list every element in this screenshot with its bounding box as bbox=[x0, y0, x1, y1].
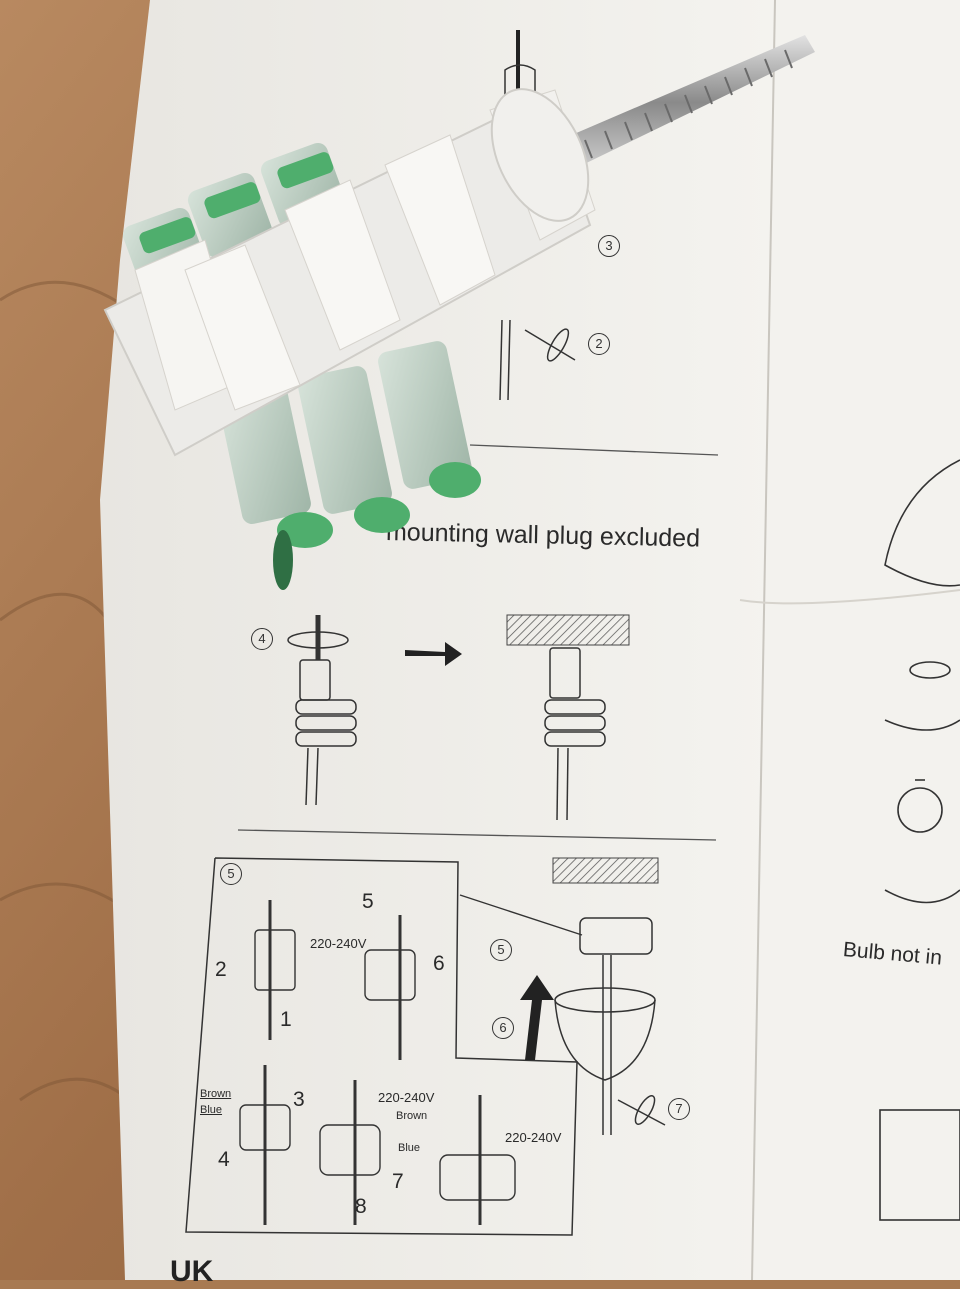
rotate-knob-illustration bbox=[524, 328, 576, 362]
step-marker-7: 7 bbox=[668, 1098, 690, 1120]
step4-illustration bbox=[287, 615, 357, 806]
voltage-label: 220-240V bbox=[378, 1090, 435, 1105]
wire-blue-label: Blue bbox=[398, 1142, 421, 1154]
arrow-right-icon bbox=[405, 642, 462, 666]
step-marker-5: 5 bbox=[490, 939, 512, 961]
wire-brown-label: Brown bbox=[396, 1110, 428, 1122]
wire-blue-label: Blue bbox=[200, 1104, 223, 1116]
arrow-number-5: 5 bbox=[362, 890, 374, 913]
arrow-number-8: 8 bbox=[355, 1195, 367, 1218]
step-marker-3: 3 bbox=[598, 235, 620, 257]
arrow-number-1: 1 bbox=[280, 1008, 292, 1031]
arrow-number-3: 3 bbox=[293, 1088, 305, 1111]
step-marker-4: 4 bbox=[251, 628, 273, 650]
wire-brown-label: Brown bbox=[200, 1088, 232, 1100]
step-marker-2: 2 bbox=[588, 333, 610, 355]
arrow-number-2: 2 bbox=[215, 958, 227, 981]
voltage-label: 220-240V bbox=[505, 1130, 562, 1145]
voltage-label: 220-240V bbox=[310, 936, 367, 951]
arrow-number-4: 4 bbox=[218, 1148, 230, 1171]
section-divider bbox=[469, 444, 719, 456]
arrow-number-7: 7 bbox=[392, 1170, 404, 1193]
wood-screw bbox=[560, 35, 815, 170]
mounted-hanger-illustration bbox=[544, 647, 606, 821]
lever-connectors bbox=[122, 142, 481, 590]
connector-holder bbox=[103, 88, 596, 457]
arrow-up-icon bbox=[520, 975, 554, 1060]
arrow-number-6: 6 bbox=[433, 952, 445, 975]
ceiling-hatch-2 bbox=[552, 857, 659, 884]
right-page-illustrations bbox=[879, 459, 960, 1221]
detail-box-number: 5 bbox=[220, 863, 242, 885]
instruction-sheet-right bbox=[752, 0, 960, 1280]
ceiling-hatch bbox=[506, 614, 630, 646]
lamp-shade-illustration bbox=[554, 917, 666, 1135]
detail-figures bbox=[239, 894, 583, 1225]
section-divider bbox=[237, 829, 717, 841]
step-marker-6: 6 bbox=[492, 1017, 514, 1039]
